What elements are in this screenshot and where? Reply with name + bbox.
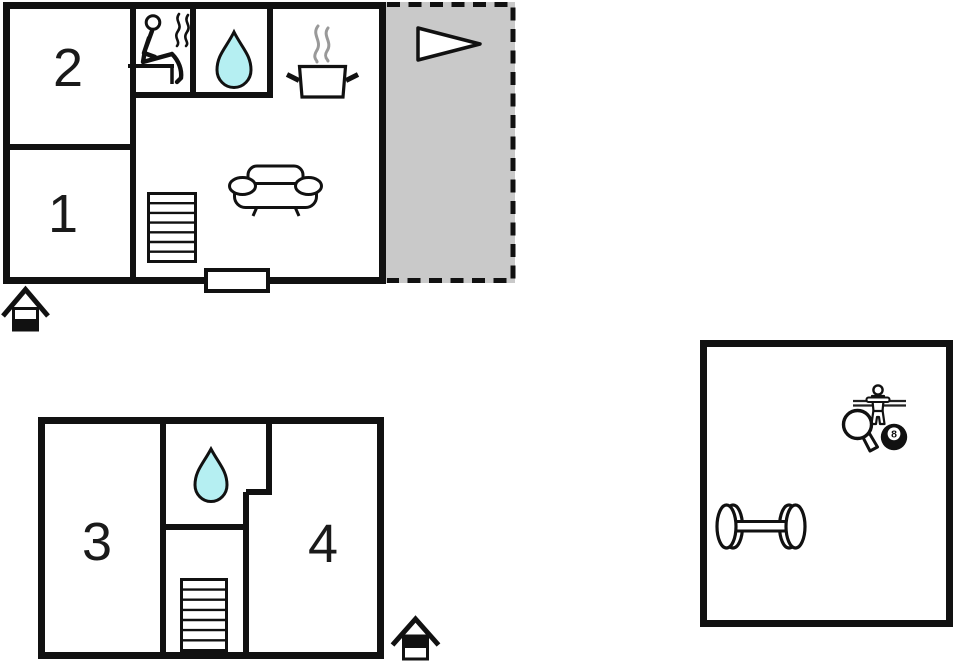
house-entrance-icon-lower [390, 615, 441, 661]
room-4-label: 4 [308, 514, 338, 574]
house-entrance-icon-upper [1, 285, 50, 332]
dumbbell-bar [734, 520, 788, 533]
terrace-dashed-border [387, 2, 516, 283]
steam-icon [313, 24, 331, 64]
activity-room-outer-wall [700, 340, 953, 627]
stair-treads [148, 202, 196, 253]
table-tennis-icon [841, 408, 879, 453]
dumbbell-icon [715, 503, 807, 550]
sofa-armrest-right [294, 176, 323, 196]
terrace-area [384, 2, 516, 283]
kitchen-pot-icon [285, 24, 360, 99]
billiard-ball-icon: 8 [880, 423, 908, 451]
stairs-icon-lower [180, 578, 228, 652]
lower-floor-inner-walls [160, 417, 272, 659]
lower-floor-plan: 3 4 [38, 417, 441, 661]
entrance-door [204, 268, 270, 293]
pot-body [297, 64, 348, 99]
sauna-icon [128, 12, 190, 85]
shower-drop-icon [215, 28, 253, 89]
sofa-armrest-left [228, 176, 257, 196]
paddle-blade [841, 408, 874, 441]
dumbbell-right-disc [784, 503, 807, 550]
room-3-label: 3 [82, 512, 112, 572]
billiard-ball-number: 8 [891, 429, 897, 441]
billiard-ball-circle [887, 427, 901, 441]
flag-icon [416, 26, 482, 62]
stairs-icon-upper [147, 192, 197, 263]
stair-treads [181, 588, 227, 642]
upper-floor-plan: 2 1 [1, 2, 386, 332]
upper-floor-inner-walls [3, 2, 273, 284]
sofa-icon [228, 164, 323, 217]
foosball-icon [853, 384, 906, 426]
activity-room-plan: 8 [700, 340, 953, 627]
sauna-person-body [140, 28, 184, 85]
bathroom-drop-icon [193, 445, 229, 503]
house-roof [1, 285, 50, 318]
sauna-person-head [144, 14, 162, 31]
house-roof [390, 615, 441, 647]
dumbbell-left-disc [715, 503, 738, 550]
room-1-label: 1 [48, 184, 78, 244]
room-2-label: 2 [53, 38, 83, 98]
pot-handles [285, 72, 360, 83]
foosball-player-head [872, 384, 884, 396]
foosball-player-arms [865, 396, 891, 403]
sauna-heat-icon [175, 12, 190, 48]
